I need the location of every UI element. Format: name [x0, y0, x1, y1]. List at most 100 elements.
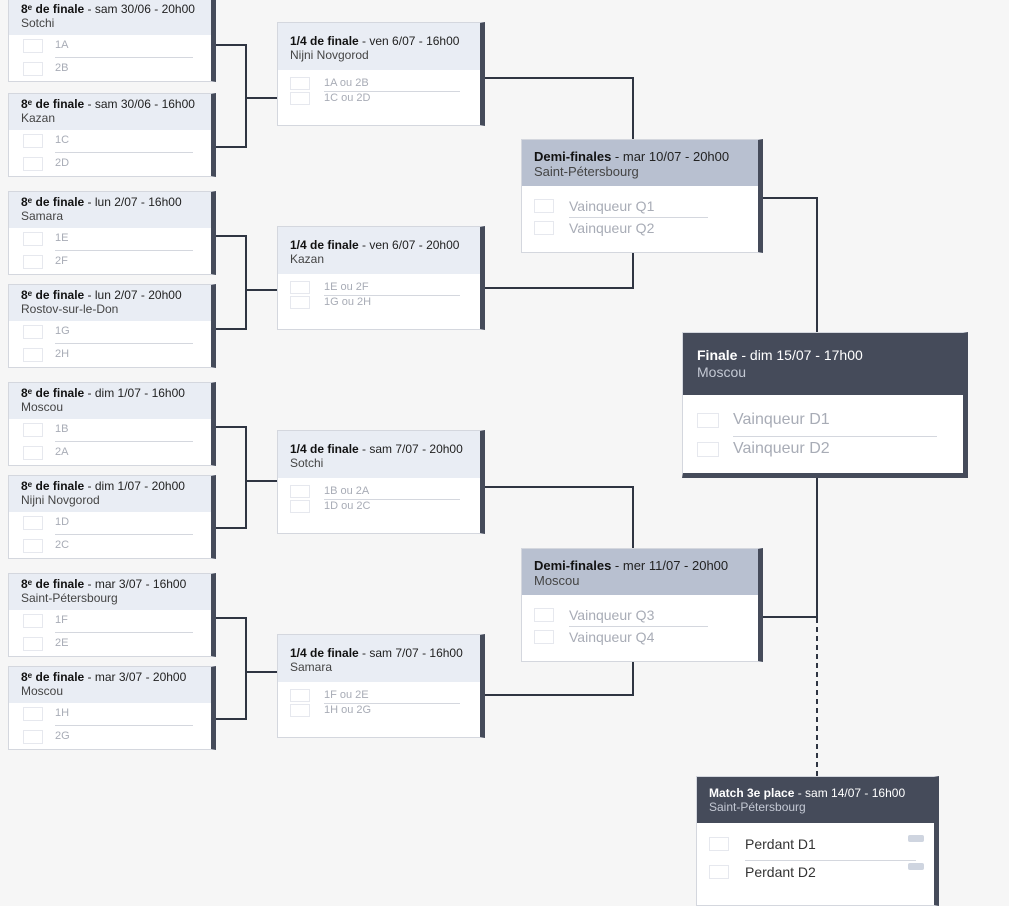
team-name: 2B — [55, 62, 69, 74]
team-slot: Perdant D1 — [697, 833, 934, 861]
round-label: 8ᵉ de finale — [21, 2, 85, 16]
team-name: 2E — [55, 637, 69, 649]
team-slot: 1F — [9, 610, 211, 633]
flag-placeholder — [23, 157, 43, 171]
separator: - — [84, 577, 95, 591]
match-city: Kazan — [290, 252, 325, 266]
score-placeholder — [908, 835, 924, 842]
flag-placeholder — [23, 614, 43, 628]
match-date: ven 6/07 - 16h00 — [369, 34, 460, 48]
match-date: mar 10/07 - 20h00 — [622, 149, 730, 164]
flag-placeholder — [290, 281, 310, 294]
round-label: 1/4 de finale — [290, 34, 359, 48]
divider — [55, 534, 193, 535]
team-name: 1H — [55, 707, 70, 719]
flag-placeholder — [23, 539, 43, 553]
match-date: sam 14/07 - 16h00 — [805, 786, 906, 800]
match-date: sam 30/06 - 20h00 — [94, 2, 195, 16]
separator: - — [358, 34, 370, 48]
match-date: mer 11/07 - 20h00 — [622, 558, 729, 573]
team-name: 1F ou 2E — [324, 689, 369, 701]
match-city: Nijni Novgorod — [21, 493, 100, 507]
match-date: dim 15/07 - 17h00 — [749, 347, 863, 363]
team-name: 1F — [55, 614, 68, 626]
team-name: 1A ou 2B — [324, 77, 369, 89]
divider — [569, 626, 708, 627]
match-third-place: Match 3e place - sam 14/07 - 16h00 Saint… — [696, 776, 939, 906]
match-date: sam 7/07 - 20h00 — [369, 442, 463, 456]
round-label: Demi-finales — [534, 558, 612, 573]
team-slot: 1B — [9, 419, 211, 442]
team-name: Vainqueur Q2 — [569, 220, 655, 236]
match-city: Nijni Novgorod — [290, 48, 369, 62]
match-r16-2: 8ᵉ de finale - sam 30/06 - 16h00 Kazan 1… — [8, 93, 216, 177]
match-header: 1/4 de finale - ven 6/07 - 16h00 Nijni N… — [278, 23, 480, 70]
team-slot: 2H — [9, 344, 211, 367]
flag-placeholder — [697, 442, 719, 457]
match-city: Saint-Pétersbourg — [21, 591, 118, 605]
match-header: 8ᵉ de finale - sam 30/06 - 16h00 Kazan — [9, 94, 211, 130]
team-slot: Vainqueur Q1 — [522, 196, 758, 218]
team-slot: Vainqueur D2 — [683, 436, 963, 465]
match-header: 1/4 de finale - ven 6/07 - 20h00 Kazan — [278, 227, 480, 274]
team-name: 2H — [55, 348, 70, 360]
team-name: 1G ou 2H — [324, 296, 372, 308]
team-slot: Perdant D2 — [697, 861, 934, 889]
flag-placeholder — [534, 630, 554, 644]
match-city: Sotchi — [21, 16, 55, 30]
flag-placeholder — [23, 516, 43, 530]
divider — [55, 250, 193, 251]
flag-placeholder — [290, 704, 310, 717]
flag-placeholder — [290, 689, 310, 702]
team-slot: 1E — [9, 228, 211, 251]
team-slot: 2F — [9, 251, 211, 274]
team-name: 1D ou 2C — [324, 500, 371, 512]
match-header: 8ᵉ de finale - mar 3/07 - 20h00 Moscou — [9, 667, 211, 703]
flag-placeholder — [23, 730, 43, 744]
match-header: Demi-finales - mar 10/07 - 20h00 Saint-P… — [522, 140, 758, 186]
team-name: 2C — [55, 539, 70, 551]
team-slot: 2E — [9, 633, 211, 656]
team-name: 1H ou 2G — [324, 704, 372, 716]
team-name: 1E ou 2F — [324, 281, 369, 293]
separator: - — [84, 2, 95, 16]
separator: - — [358, 646, 370, 660]
match-r16-4: 8ᵉ de finale - lun 2/07 - 20h00 Rostov-s… — [8, 284, 216, 368]
match-date: sam 7/07 - 16h00 — [369, 646, 463, 660]
divider — [324, 91, 460, 92]
team-name: 1C ou 2D — [324, 92, 371, 104]
match-qf-4: 1/4 de finale - sam 7/07 - 16h00 Samara … — [277, 634, 485, 738]
match-qf-1: 1/4 de finale - ven 6/07 - 16h00 Nijni N… — [277, 22, 485, 126]
divider — [55, 441, 193, 442]
divider — [569, 217, 708, 218]
team-name: 1A — [55, 39, 69, 51]
team-slot: 1D ou 2C — [278, 499, 480, 514]
match-city: Rostov-sur-le-Don — [21, 302, 119, 316]
match-header: Demi-finales - mer 11/07 - 20h00 Moscou — [522, 549, 758, 595]
match-header: Finale - dim 15/07 - 17h00 Moscou — [683, 333, 963, 395]
team-slot: 1F ou 2E — [278, 688, 480, 704]
match-city: Samara — [290, 660, 333, 674]
match-city: Sotchi — [290, 456, 324, 470]
match-final: Finale - dim 15/07 - 17h00 Moscou Vainqu… — [682, 332, 968, 478]
divider — [745, 860, 916, 861]
match-date: dim 1/07 - 16h00 — [94, 386, 185, 400]
team-slot: 1E ou 2F — [278, 280, 480, 296]
team-slot: 1G ou 2H — [278, 295, 480, 310]
team-name: Vainqueur Q3 — [569, 607, 655, 623]
team-slot: 1C ou 2D — [278, 91, 480, 106]
flag-placeholder — [23, 325, 43, 339]
round-label: 1/4 de finale — [290, 646, 359, 660]
flag-placeholder — [23, 446, 43, 460]
team-name: Vainqueur D2 — [733, 440, 830, 457]
round-label: 1/4 de finale — [290, 442, 359, 456]
match-city: Saint-Pétersbourg — [534, 164, 639, 179]
team-name: Perdant D2 — [745, 864, 816, 880]
separator: - — [84, 670, 95, 684]
team-slot: 1H ou 2G — [278, 703, 480, 718]
flag-placeholder — [23, 423, 43, 437]
team-name: Perdant D1 — [745, 836, 816, 852]
round-label: 8ᵉ de finale — [21, 386, 85, 400]
team-slot: Vainqueur D1 — [683, 407, 963, 437]
